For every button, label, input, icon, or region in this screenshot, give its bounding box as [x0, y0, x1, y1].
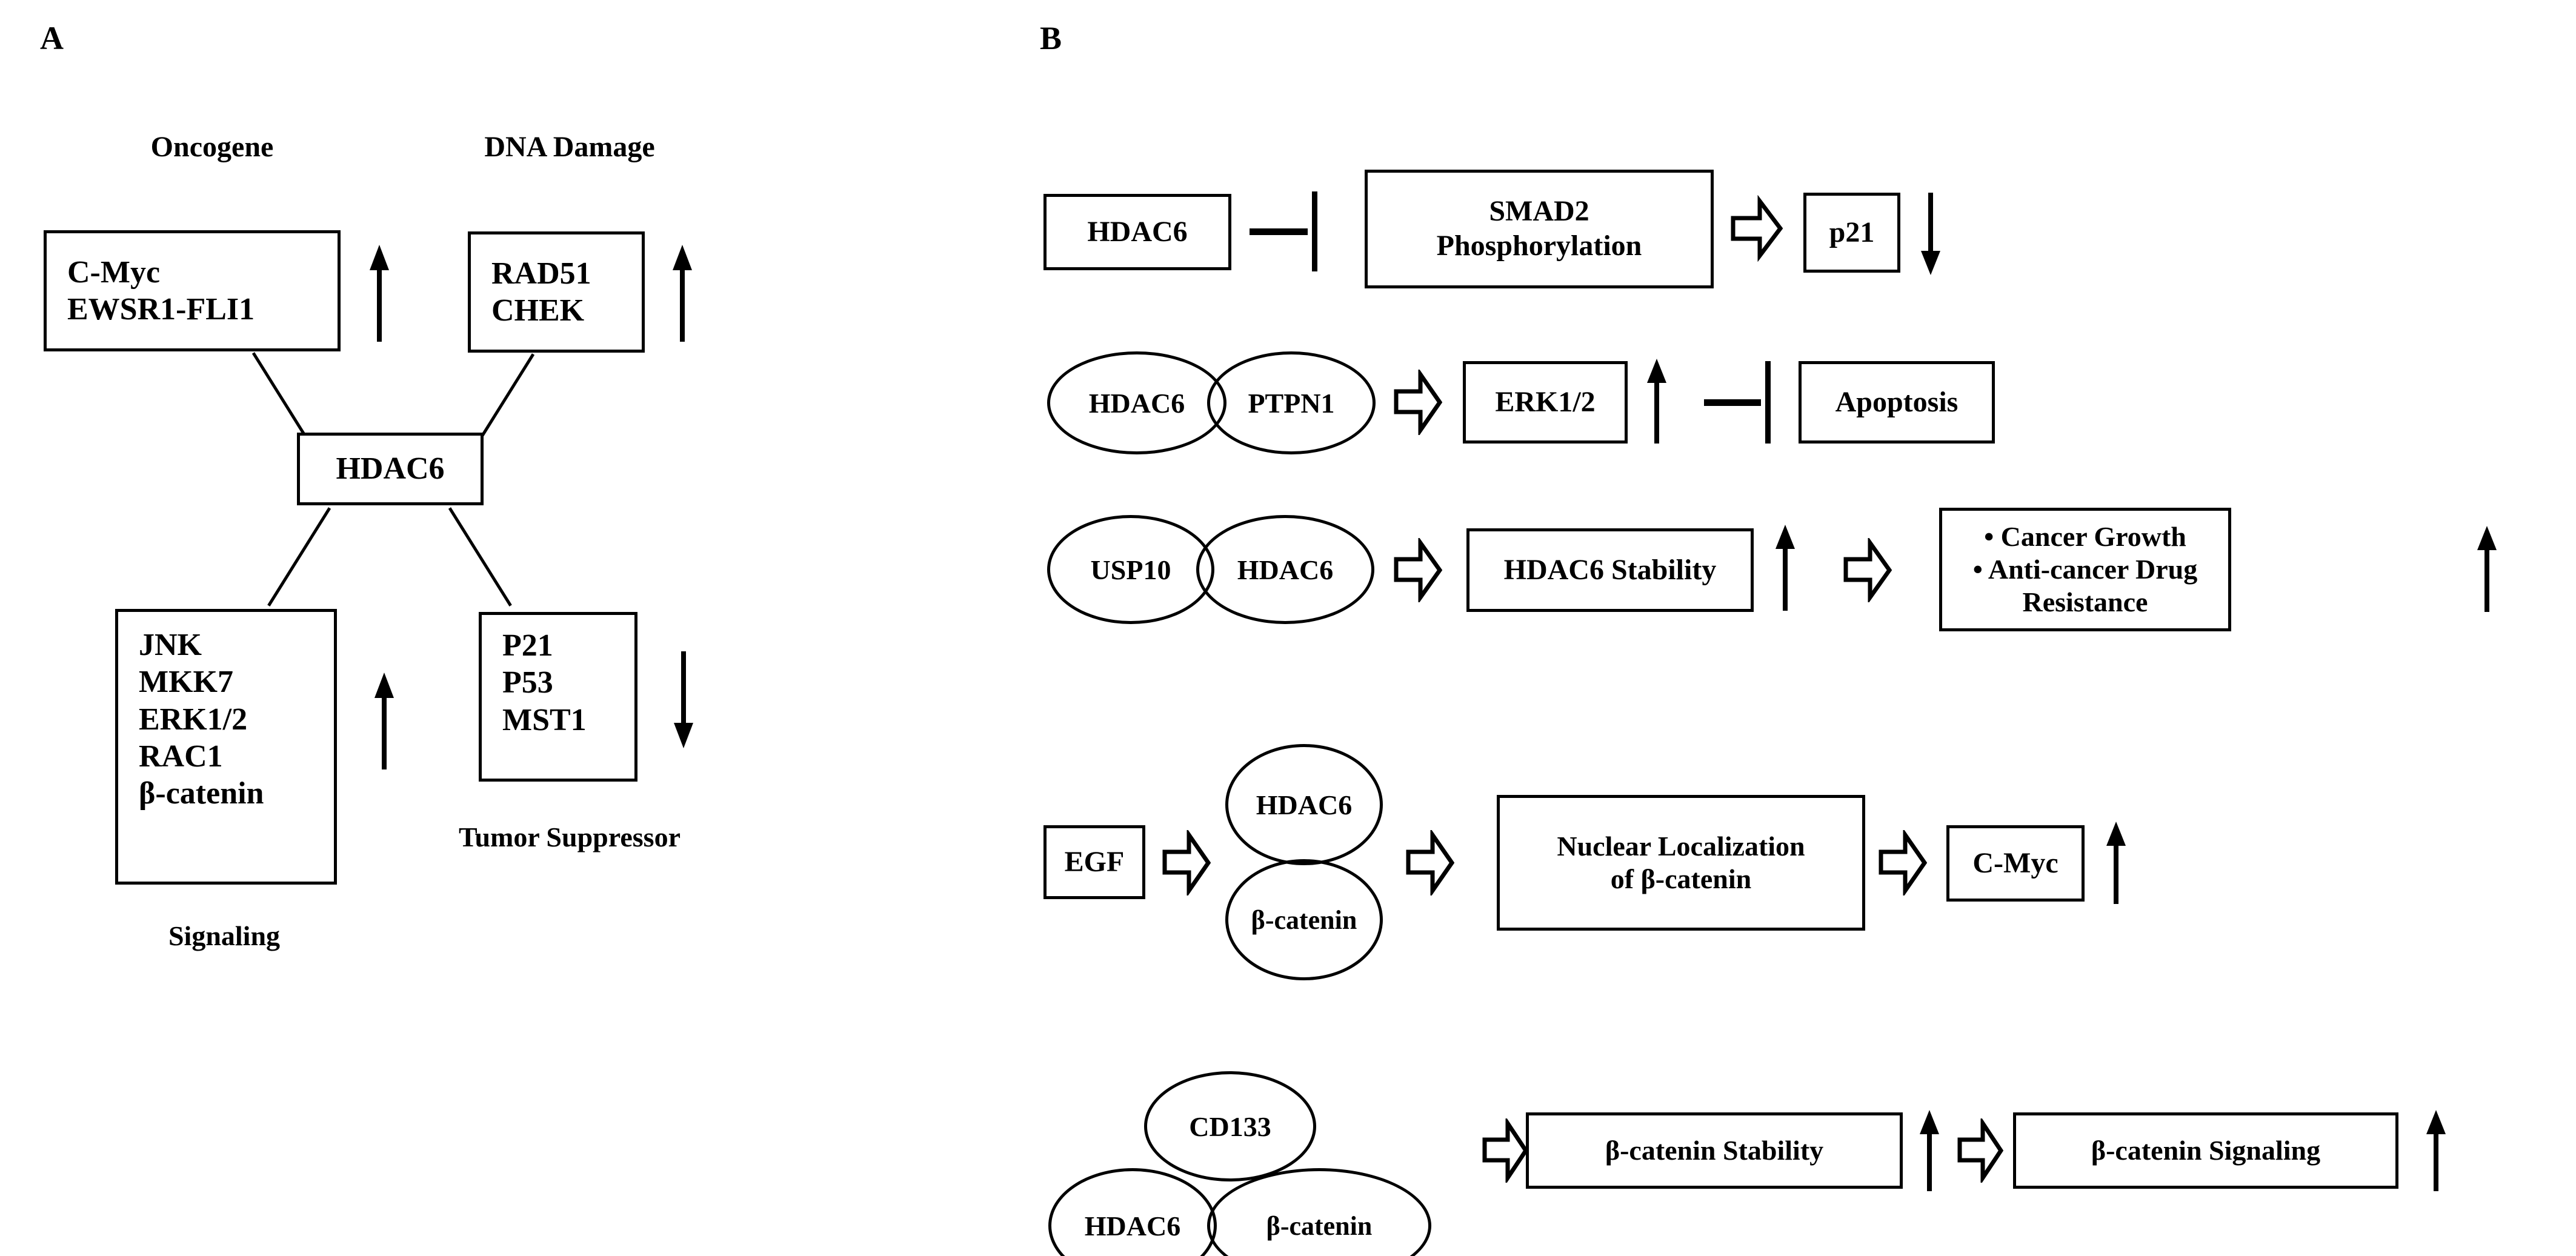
node-signaling-line-5: β-catenin: [139, 776, 264, 811]
node-row5-bcatenin-label: β-catenin: [1266, 1211, 1373, 1241]
node-tumor-suppressor-line-2: P53: [502, 665, 553, 700]
panel-a-footer-tumor-suppressor: Tumor Suppressor: [458, 822, 681, 852]
node-row2-hdac6-ellipse[interactable]: HDAC6: [1047, 351, 1226, 454]
up-arrow-icon-row5-stability: [1917, 1110, 1942, 1191]
panel-a-footer-signaling: Signaling: [168, 920, 281, 951]
node-row1-hdac6-label: HDAC6: [1087, 215, 1188, 248]
node-row3-outcome-bullet-2: • Anti-cancer Drug Resistance: [1972, 553, 2198, 618]
node-row2-ptpn1-label: PTPN1: [1248, 387, 1335, 419]
node-row4-cmyc[interactable]: C-Myc: [1946, 825, 2085, 902]
node-dna-damage-line-2: CHEK: [491, 293, 585, 328]
down-arrow-icon-tumor-suppressor: [671, 651, 696, 748]
up-arrow-icon-row2-erk: [1645, 359, 1669, 444]
node-row1-smad2-line-1: SMAD2: [1489, 195, 1589, 228]
node-row5-bcatenin-stability[interactable]: β-catenin Stability: [1526, 1112, 1903, 1189]
up-arrow-icon-oncogene: [367, 245, 391, 342]
node-oncogene-box[interactable]: C-Myc EWSR1-FLI1: [44, 230, 341, 351]
node-row4-hdac6-ellipse[interactable]: HDAC6: [1225, 744, 1383, 865]
node-row2-apoptosis-label: Apoptosis: [1835, 385, 1959, 418]
node-signaling-line-4: RAC1: [139, 739, 223, 774]
node-row3-hdac6-stability-label: HDAC6 Stability: [1503, 553, 1717, 586]
node-dna-damage-box[interactable]: RAD51 CHEK: [468, 231, 645, 353]
node-signaling-line-1: JNK: [139, 628, 202, 662]
panel-label-b: B: [1040, 20, 1062, 56]
node-row5-bcatenin-ellipse[interactable]: β-catenin: [1207, 1168, 1431, 1256]
node-row4-bcatenin-ellipse[interactable]: β-catenin: [1225, 859, 1383, 980]
node-row5-bcatenin-signaling-label: β-catenin Signaling: [2091, 1134, 2321, 1166]
node-row3-outcome-bullet-1: • Cancer Growth: [1984, 520, 2186, 552]
node-row4-egf[interactable]: EGF: [1043, 825, 1145, 899]
connector-oncogene-to-hdac6: [251, 352, 305, 435]
node-hdac6-hub[interactable]: HDAC6: [297, 433, 484, 505]
node-row4-nuclear-localization-line-1: Nuclear Localization: [1557, 830, 1805, 862]
activation-arrow-icon-row1: [1731, 195, 1783, 262]
node-row4-cmyc-label: C-Myc: [1972, 846, 2058, 879]
connector-hdac6-to-signaling: [267, 507, 331, 606]
node-row5-hdac6-label: HDAC6: [1084, 1210, 1181, 1241]
activation-arrow-icon-row4a: [1162, 830, 1211, 895]
up-arrow-icon-row5-signaling: [2424, 1110, 2448, 1191]
up-arrow-icon-signaling: [372, 673, 396, 769]
panel-a-header-dna-damage: DNA Damage: [484, 131, 655, 163]
activation-arrow-icon-row4c: [1879, 830, 1927, 895]
connector-dna-damage-to-hdac6: [481, 353, 535, 436]
node-oncogene-line-2: EWSR1-FLI1: [67, 292, 255, 327]
node-row3-hdac6-stability[interactable]: HDAC6 Stability: [1466, 528, 1754, 612]
activation-arrow-icon-row3a: [1394, 538, 1442, 602]
up-arrow-icon-row3-outcome: [2475, 526, 2499, 612]
panel-label-a: A: [40, 20, 64, 56]
node-row2-hdac6-label: HDAC6: [1088, 387, 1185, 419]
panel-a-header-oncogene: Oncogene: [150, 131, 274, 163]
activation-arrow-icon-row5a: [1482, 1118, 1528, 1183]
up-arrow-icon-row3-stability: [1773, 525, 1797, 611]
node-row3-usp10-ellipse[interactable]: USP10: [1047, 515, 1214, 624]
node-oncogene-line-1: C-Myc: [67, 254, 161, 290]
activation-arrow-icon-row3b: [1843, 538, 1892, 602]
node-row2-erk-label: ERK1/2: [1495, 385, 1596, 418]
node-dna-damage-line-1: RAD51: [491, 256, 591, 291]
node-row2-apoptosis[interactable]: Apoptosis: [1799, 361, 1995, 444]
inhibition-icon-row1: [1250, 191, 1317, 271]
node-signaling-line-2: MKK7: [139, 665, 233, 700]
inhibition-icon-row2: [1704, 361, 1771, 444]
node-row1-hdac6[interactable]: HDAC6: [1043, 194, 1231, 270]
node-row4-nuclear-localization[interactable]: Nuclear Localization of β-catenin: [1497, 795, 1865, 931]
connector-hdac6-to-tumor-suppressor: [448, 507, 512, 606]
node-row5-cd133-label: CD133: [1189, 1111, 1271, 1142]
up-arrow-icon-dna-damage: [670, 245, 694, 342]
node-row1-p21-label: p21: [1829, 216, 1875, 248]
node-signaling-line-3: ERK1/2: [139, 702, 248, 737]
node-row5-hdac6-ellipse[interactable]: HDAC6: [1048, 1168, 1217, 1256]
down-arrow-icon-row1-p21: [1919, 193, 1943, 275]
activation-arrow-icon-row2: [1394, 370, 1442, 435]
node-row1-smad2[interactable]: SMAD2 Phosphorylation: [1365, 170, 1714, 288]
node-row3-usp10-label: USP10: [1090, 554, 1171, 585]
node-row4-bcatenin-label: β-catenin: [1251, 905, 1357, 935]
node-row4-nuclear-localization-line-2: of β-catenin: [1610, 863, 1752, 894]
node-tumor-suppressor-line-1: P21: [502, 628, 553, 663]
node-row1-smad2-line-2: Phosphorylation: [1436, 230, 1642, 262]
node-tumor-suppressor-line-3: MST1: [502, 702, 587, 737]
node-row2-ptpn1-ellipse[interactable]: PTPN1: [1207, 351, 1376, 454]
node-row4-hdac6-label: HDAC6: [1256, 789, 1353, 820]
node-row3-hdac6-label: HDAC6: [1237, 554, 1334, 585]
activation-arrow-icon-row5b: [1957, 1118, 2003, 1183]
node-row3-outcomes[interactable]: • Cancer Growth • Anti-cancer Drug Resis…: [1939, 508, 2231, 631]
node-hdac6-hub-label: HDAC6: [336, 451, 445, 487]
node-row3-hdac6-ellipse[interactable]: HDAC6: [1196, 515, 1374, 624]
node-row1-p21[interactable]: p21: [1803, 193, 1900, 273]
node-row5-bcatenin-signaling[interactable]: β-catenin Signaling: [2013, 1112, 2398, 1189]
node-signaling-box[interactable]: JNK MKK7 ERK1/2 RAC1 β-catenin: [115, 609, 337, 885]
node-row2-erk[interactable]: ERK1/2: [1463, 361, 1628, 444]
node-tumor-suppressor-box[interactable]: P21 P53 MST1: [479, 612, 637, 782]
up-arrow-icon-row4-cmyc: [2104, 822, 2128, 904]
node-row4-egf-label: EGF: [1064, 845, 1125, 878]
activation-arrow-icon-row4b: [1406, 830, 1454, 895]
node-row5-bcatenin-stability-label: β-catenin Stability: [1605, 1134, 1824, 1166]
node-row5-cd133-ellipse[interactable]: CD133: [1144, 1071, 1316, 1181]
